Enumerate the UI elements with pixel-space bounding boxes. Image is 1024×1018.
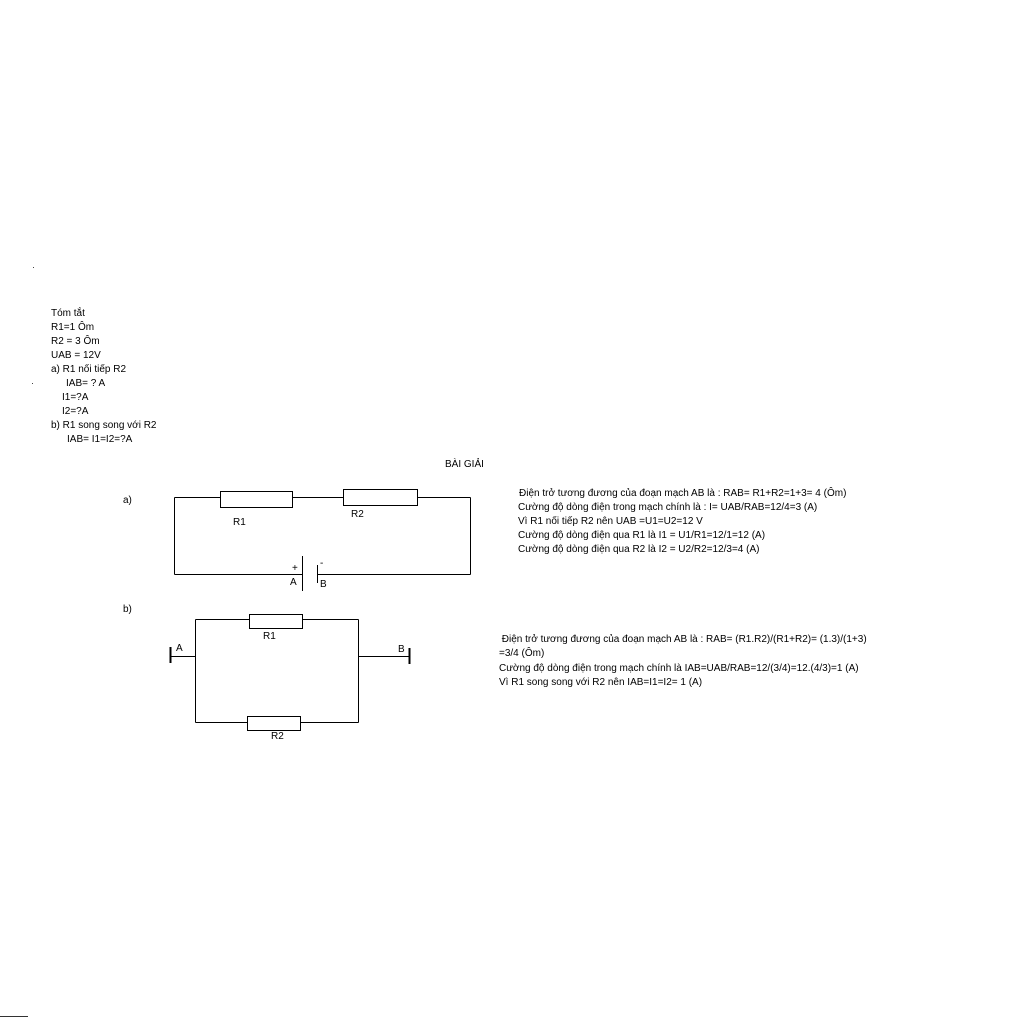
summary-line: b) R1 song song với R2 [51,420,157,431]
solution-line: Cường độ dòng điện qua R2 là I2 = U2/R2=… [518,544,760,555]
stray-dot [32,383,33,384]
solution-line: Vì R1 song song với R2 nên IAB=I1=I2= 1 … [499,677,703,688]
solution-line: =3/4 (Ôm) [499,648,545,659]
minus-sign: - [320,558,324,569]
r1-label: R1 [233,517,246,528]
solution-title: BÀI GIẢI [445,459,484,470]
summary-line: IAB= ? A [66,378,106,389]
resistor-r2 [343,489,418,506]
r2-label: R2 [351,509,364,520]
node-b-label: B [398,644,405,655]
resistor-r1 [220,491,293,508]
summary-line: UAB = 12V [51,350,101,361]
solution-line: Vì R1 nối tiếp R2 nên UAB =U1=U2=12 V [518,516,703,527]
solution-line: Điện trở tương đương của đoạn mạch AB là… [499,634,867,645]
solution-line: Cường độ dòng điện qua R1 là I1 = U1/R1=… [518,530,766,541]
r1-label: R1 [263,631,276,642]
stray-line [0,1016,28,1017]
summary-line: R1=1 Ôm [51,322,95,333]
summary-heading: Tóm tắt [51,308,85,319]
series-circuit [174,489,471,591]
solution-line: Cường độ dòng điện trong mạch chính là I… [499,663,859,674]
summary-line: I1=?A [62,392,89,403]
resistor-r1 [249,614,303,629]
summary-line: R2 = 3 Ôm [51,336,100,347]
summary-line: a) R1 nối tiếp R2 [51,364,127,375]
parallel-circuit [169,614,411,731]
node-a-label: A [176,643,183,654]
node-b-label: B [320,579,327,590]
stray-dot [33,267,34,268]
solution-line: Cường độ dòng điện trong mạch chính là :… [518,502,818,513]
resistor-r2 [247,716,301,731]
summary-line: I2=?A [62,406,89,417]
plus-sign: + [292,563,298,574]
summary-line: IAB= I1=I2=?A [67,434,133,445]
part-a-label: a) [123,495,132,506]
part-b-label: b) [123,604,132,615]
solution-line: Điện trở tương đương của đoạn mạch AB là… [519,488,847,499]
r2-label: R2 [271,731,284,742]
node-a-label: A [290,577,297,588]
